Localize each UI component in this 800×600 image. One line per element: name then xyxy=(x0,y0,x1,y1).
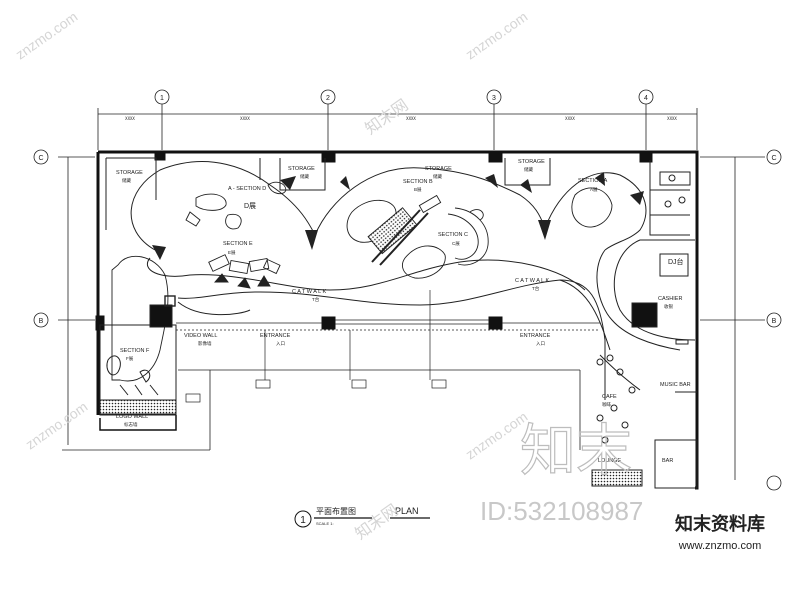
watermarks: znzmo.com znzmo.com znzmo.com znzmo.com … xyxy=(13,8,644,543)
label-bar: BAR xyxy=(662,458,673,464)
section-e-fixtures xyxy=(208,254,281,289)
label-section-b: SECTION B xyxy=(403,179,433,185)
grid-row-b-right: B xyxy=(772,318,777,325)
grid-col-1: 1 xyxy=(160,95,164,102)
label-cashier: CASHIER xyxy=(658,296,682,302)
watermark-url-2: znzmo.com xyxy=(463,8,531,62)
svg-text:储藏: 储藏 xyxy=(300,173,309,180)
label-catwalk-right: C A T W A L K xyxy=(515,278,549,284)
label-video-wall: VIDEO WALL xyxy=(184,333,217,339)
watermark-url-1: znzmo.com xyxy=(13,8,81,62)
svg-text:SCALE 1:: SCALE 1: xyxy=(316,521,334,526)
watermark-cn-2: 知末网 xyxy=(352,501,402,543)
svg-text:XXXX: XXXX xyxy=(125,116,135,121)
dimension-values: XXXX XXXX XXXX XXXX XXXX xyxy=(125,116,677,121)
watermark-url-4: znzmo.com xyxy=(23,398,91,452)
title-en: PLAN xyxy=(395,506,419,516)
grid-row-c-left: C xyxy=(38,155,43,162)
label-section-d-a: A - SECTION D xyxy=(228,186,266,192)
label-lounge: LOUNGE xyxy=(598,458,622,464)
label-storage-d: STORAGE xyxy=(518,159,545,165)
label-catwalk-left: C A T W A L K xyxy=(292,289,326,295)
svg-text:C展: C展 xyxy=(452,241,460,247)
svg-text:XXXX: XXXX xyxy=(240,116,250,121)
brand-badge: 知末资料库 www.znzmo.com xyxy=(648,513,792,561)
brand-url: www.znzmo.com xyxy=(678,540,762,552)
grid-col-3: 3 xyxy=(492,95,496,102)
svg-text:收银: 收银 xyxy=(664,303,673,310)
room-labels: STORAGE 储藏 STORAGE 储藏 STORAGE 储藏 STORAGE… xyxy=(116,159,691,464)
svg-text:B展: B展 xyxy=(414,187,422,193)
svg-text:T台: T台 xyxy=(532,285,540,292)
svg-text:XXXX: XXXX xyxy=(565,116,575,121)
callout-leaders xyxy=(185,290,447,403)
svg-text:F展: F展 xyxy=(126,356,134,362)
section-c-fixtures xyxy=(367,194,489,266)
svg-text:储藏: 储藏 xyxy=(122,177,131,184)
label-section-f: SECTION F xyxy=(120,348,150,354)
label-section-e: SECTION E xyxy=(223,241,253,247)
watermark-cn-1: 知末网 xyxy=(362,96,412,138)
label-entrance-a: ENTRANCE xyxy=(260,333,291,339)
label-section-a: SECTION A xyxy=(578,178,608,184)
entrance-glazing xyxy=(62,319,600,451)
display-stands xyxy=(152,172,644,260)
svg-text:标志墙: 标志墙 xyxy=(124,421,138,428)
grid-axes xyxy=(33,89,782,491)
label-entrance-b: ENTRANCE xyxy=(520,333,551,339)
label-dj: DJ台 xyxy=(668,257,684,266)
grid-row-b-left: B xyxy=(39,318,44,325)
label-storage-mid: STORAGE xyxy=(288,166,315,172)
svg-text:储藏: 储藏 xyxy=(524,166,533,173)
svg-text:入口: 入口 xyxy=(276,341,285,347)
label-cafe: CAFE xyxy=(602,394,617,400)
watermark-id: ID:532108987 xyxy=(480,496,643,526)
svg-text:咖啡: 咖啡 xyxy=(602,401,611,408)
grid-col-4: 4 xyxy=(644,95,648,102)
brand-name: 知末资料库 xyxy=(675,514,765,535)
label-logo-wall: LOGO WALL xyxy=(116,414,148,420)
svg-text:入口: 入口 xyxy=(536,341,545,347)
watermark-big-logo: 知末 xyxy=(520,419,632,482)
label-storage-c: STORAGE xyxy=(425,166,452,172)
title-cn: 平面布置图 xyxy=(316,506,356,516)
grid-col-2: 2 xyxy=(326,95,330,102)
svg-text:XXXX: XXXX xyxy=(406,116,416,121)
drawing-title: 1 平面布置图 PLAN SCALE 1: xyxy=(294,506,430,528)
label-storage-left: STORAGE xyxy=(116,170,143,176)
svg-text:影像墙: 影像墙 xyxy=(198,340,212,347)
label-music-bar: MUSIC BAR xyxy=(660,382,691,388)
grid-row-c-right: C xyxy=(771,155,776,162)
title-view-number: 1 xyxy=(300,515,306,526)
svg-text:储藏: 储藏 xyxy=(433,173,442,180)
svg-text:XXXX: XXXX xyxy=(667,116,677,121)
svg-text:A展: A展 xyxy=(590,187,598,193)
section-f-area xyxy=(99,295,177,416)
label-section-c: SECTION C xyxy=(438,232,468,238)
svg-text:E展: E展 xyxy=(228,250,236,256)
grid-labels: 1 2 3 4 C B C B xyxy=(38,95,776,325)
label-section-d-cn: D展 xyxy=(244,202,256,210)
svg-text:T台: T台 xyxy=(312,296,320,303)
cashier-dj-zone xyxy=(591,171,698,489)
curved-display-wall xyxy=(130,161,681,400)
